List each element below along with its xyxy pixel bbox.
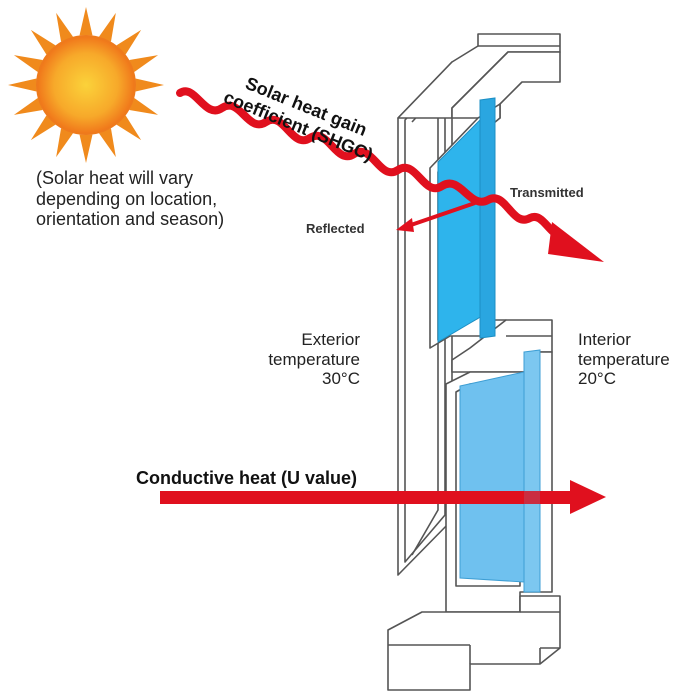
- sun-ray: [129, 97, 159, 115]
- sun-ray: [116, 115, 142, 141]
- reflected-label: Reflected: [306, 221, 365, 236]
- sun-ray: [13, 55, 43, 73]
- solar-heat-note: (Solar heat will vary depending on locat…: [36, 168, 356, 230]
- sun-ray: [129, 55, 159, 73]
- sun-ray: [30, 29, 56, 55]
- lower-glass-pane: [459, 349, 541, 593]
- sun-ray: [98, 128, 116, 158]
- sun-icon: [8, 7, 164, 163]
- transmitted-label: Transmitted: [510, 185, 584, 200]
- sun-ray: [56, 12, 74, 42]
- solar-heat-note-line-3: orientation and season): [36, 209, 225, 230]
- interior-temperature-label: Interior temperature 20°C: [578, 330, 698, 389]
- shgc-arrow: [176, 87, 604, 262]
- solar-heat-note-line-1: (Solar heat will vary: [36, 168, 194, 188]
- sun-ray: [98, 12, 116, 42]
- conductive-heat-label: Conductive heat (U value): [136, 468, 358, 488]
- exterior-line-2: temperature: [268, 349, 360, 369]
- exterior-temperature-label: Exterior temperature 30°C: [250, 330, 360, 389]
- interior-line-1: Interior: [578, 330, 631, 349]
- exterior-line-3: 30°C: [322, 369, 360, 389]
- sun-ray: [56, 128, 74, 158]
- interior-line-3: 20°C: [578, 369, 616, 389]
- conductive-heat-arrow: [160, 480, 606, 514]
- sun-ray: [30, 115, 56, 141]
- sun-ray: [79, 134, 93, 163]
- sun-ray: [8, 78, 37, 92]
- sun-ray: [135, 78, 164, 92]
- exterior-line-1: Exterior: [301, 330, 360, 349]
- solar-heat-note-line-2: depending on location,: [36, 188, 218, 209]
- reflected-arrow: [396, 201, 476, 232]
- upper-glass-pane: [437, 97, 496, 343]
- sun-ray: [116, 29, 142, 55]
- sun-ray: [79, 7, 93, 36]
- sun-ray: [13, 97, 43, 115]
- interior-line-2: temperature: [578, 349, 670, 369]
